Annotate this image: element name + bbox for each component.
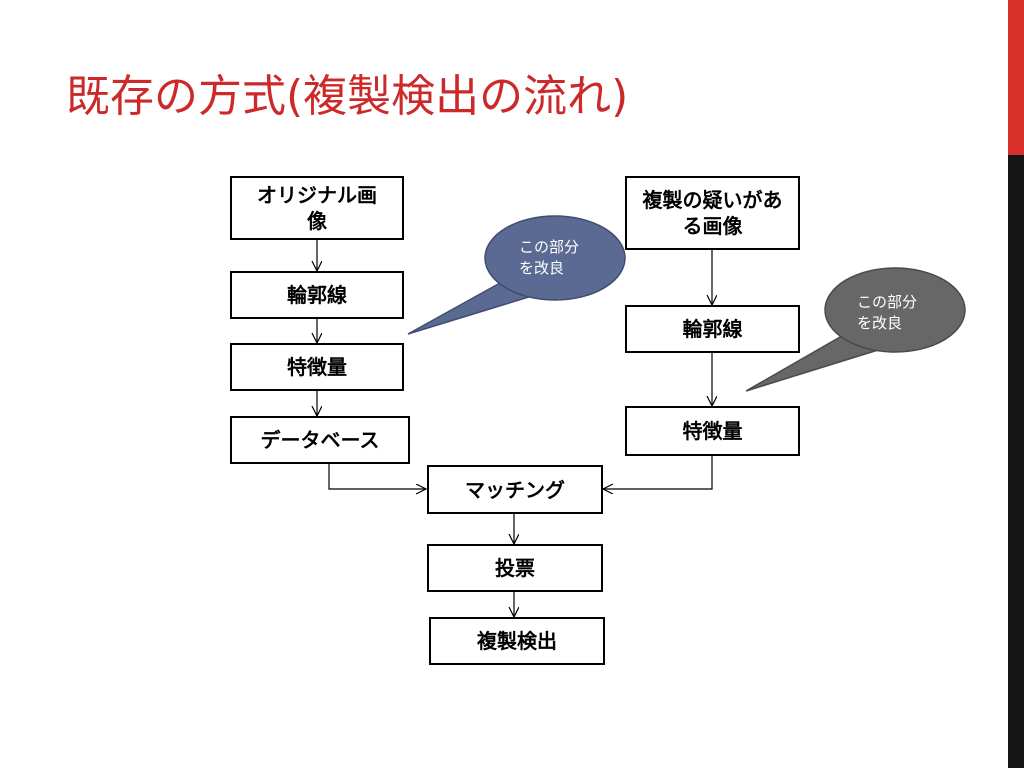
box-suspect-image: 複製の疑いがある画像: [625, 176, 800, 250]
arrow-right-feature-to-matching: [603, 456, 713, 489]
box-left-feature: 特徴量: [230, 343, 404, 391]
callout-left-line1: この部分: [519, 238, 579, 256]
box-database: データベース: [230, 416, 410, 464]
page-title: 既存の方式(複製検出の流れ): [66, 71, 629, 122]
callout-right: この部分 を改良: [745, 267, 966, 392]
callout-left-line2: を改良: [519, 259, 564, 277]
callout-right-line2: を改良: [857, 314, 902, 332]
arrow-database-to-matching: [328, 464, 426, 489]
box-left-contour: 輪郭線: [230, 271, 404, 319]
box-right-contour: 輪郭線: [625, 305, 800, 353]
box-voting: 投票: [427, 544, 603, 592]
box-right-feature: 特徴量: [625, 406, 800, 456]
callout-left: この部分 を改良: [407, 215, 626, 335]
box-duplicate-detection: 複製検出: [429, 617, 605, 665]
box-matching: マッチング: [427, 465, 603, 514]
callout-right-line1: この部分: [857, 293, 917, 311]
accent-bar-top: [1008, 0, 1024, 155]
box-original-image: オリジナル画像: [230, 176, 404, 240]
accent-bar-bottom: [1008, 155, 1024, 768]
